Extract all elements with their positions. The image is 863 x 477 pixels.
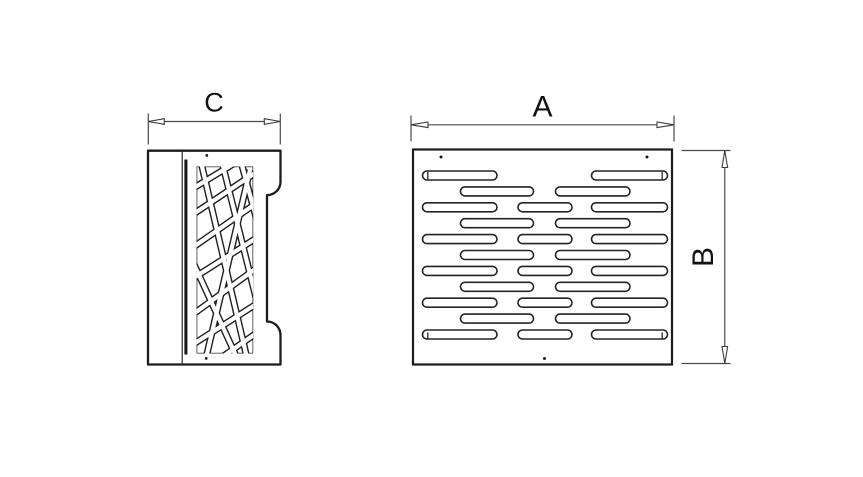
vent-slot [590,233,669,245]
dim-label-a: A [532,91,552,124]
dimension-c: C [147,88,281,145]
vent-slot [554,249,631,261]
vent-slot [421,202,498,213]
hole-dot [205,154,209,157]
hole-dot [645,155,649,159]
vent-slot [459,186,535,197]
front-view [411,148,674,366]
arrowhead-right-icon [263,118,281,125]
dim-label-c: C [204,88,224,118]
vent-slot [554,186,631,197]
vent-slot [590,170,669,181]
vent-slot [459,281,535,293]
vent-slot [517,233,573,245]
vent-slot [517,202,573,213]
vent-slot [554,281,631,293]
vent-slot [554,217,631,229]
vent-slot [517,329,573,340]
vent-slot [590,329,669,340]
vent-slot [517,297,573,309]
side-view-outline [146,149,282,366]
vent-slot [590,202,669,213]
vent-slot [590,265,669,277]
hole-dot [543,357,546,360]
arrowhead-left-icon [148,118,165,125]
arrowhead-down-icon [721,345,729,364]
dimension-b: B [681,149,731,365]
vent-slot [421,329,498,340]
hole-dot [204,357,208,360]
vent-slot [421,297,498,309]
vent-slot [459,249,535,261]
vent-slot-grid [421,170,669,340]
vent-slot [421,233,498,245]
arrowhead-left-icon [410,121,429,129]
vent-slot [517,265,573,277]
vent-slot [421,265,498,277]
vent-slot [590,297,669,309]
vent-slot [459,217,535,229]
lattice-pattern [196,166,254,354]
hole-dot [439,155,443,159]
vent-slot [459,313,535,324]
vent-slot [554,313,631,324]
arrowhead-right-icon [656,121,675,129]
dimension-a: A [410,91,675,142]
side-view [146,149,282,366]
arrowhead-up-icon [721,150,729,169]
dim-label-b: B [687,247,720,267]
vent-slot [421,170,498,181]
